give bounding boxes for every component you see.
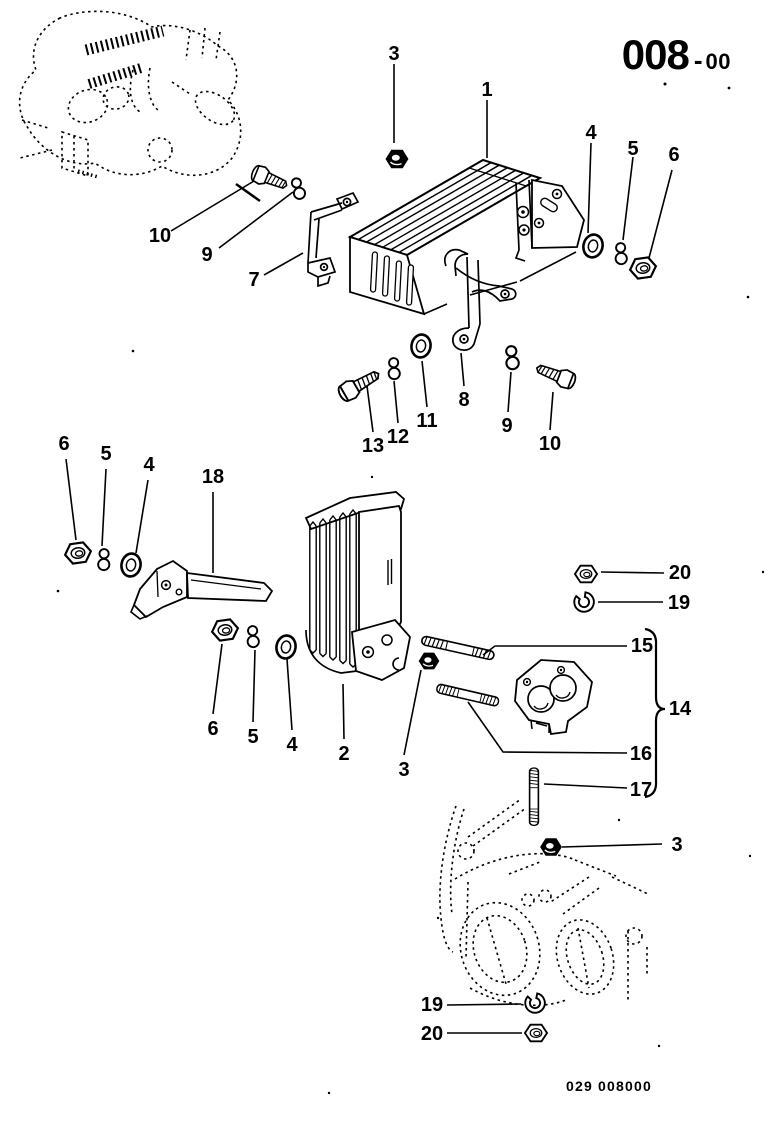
document-code: 029 008000: [566, 1078, 652, 1094]
oil-cooler-2: [304, 491, 411, 681]
part-label-3-hex-nut: 3: [388, 43, 400, 65]
part-label-4-seal-washer: 4: [286, 734, 298, 756]
part-label-13-hex-bolt: 13: [361, 435, 385, 457]
part-label-6-hex-nut: 6: [58, 433, 70, 455]
leader-lines: [65, 64, 673, 1034]
leader-line-3: [561, 843, 663, 848]
leader-line-6: [648, 169, 673, 259]
part-label-18-support-bracket: 18: [201, 466, 225, 488]
scan-artifacts: [56, 82, 765, 1095]
page-subcode: 00: [705, 49, 731, 74]
leader-line-2: [342, 683, 345, 740]
leader-line-12: [393, 380, 399, 424]
leader-line-6: [65, 458, 77, 541]
part-label-5-spring-washer: 5: [627, 138, 639, 160]
bracket-14: [514, 659, 593, 736]
part-label-5-spring-washer: 5: [247, 726, 259, 748]
leader-line-4: [587, 142, 592, 234]
part-label-6-hex-nut: 6: [668, 144, 680, 166]
bracket-7: [307, 191, 360, 288]
part-label-15-stud: 15: [630, 635, 654, 657]
leader-line-17: [543, 783, 628, 789]
engine-sketch-bottom: [439, 798, 649, 1007]
part-label-4-seal-washer: 4: [585, 122, 597, 144]
part-label-20-hex-nut: 20: [420, 1023, 444, 1045]
leader-line-3: [403, 669, 422, 756]
oil-cooler-1: [347, 158, 585, 316]
page-number-separator: -: [693, 45, 703, 75]
leader-line-5: [252, 649, 256, 723]
leader-line-5: [101, 468, 107, 547]
part-label-3-hex-nut: 3: [398, 759, 410, 781]
group-brace-14: [644, 627, 666, 799]
part-label-2-oil-cooler-vertical: 2: [338, 743, 350, 765]
leader-line-10: [170, 180, 255, 232]
leader-line-9: [507, 371, 512, 413]
part-label-10-hex-bolt: 10: [538, 433, 562, 455]
part-label-14-retainer-bracket: 14: [668, 698, 692, 720]
page-code: 008: [621, 31, 690, 78]
part-label-10-hex-bolt: 10: [148, 225, 172, 247]
leader-line-6: [212, 643, 223, 715]
part-label-3-hex-nut: 3: [671, 834, 683, 856]
part-label-9-spring-washer: 9: [201, 244, 213, 266]
bracket-8: [444, 248, 517, 351]
part-label-9-spring-washer: 9: [501, 415, 513, 437]
part-label-5-spring-washer: 5: [100, 443, 112, 465]
bracket-18: [130, 559, 274, 620]
leader-line-5: [622, 156, 634, 241]
part-label-19-lock-washer: 19: [667, 592, 691, 614]
part-label-20-hex-nut: 20: [668, 562, 692, 584]
part-label-19-lock-washer: 19: [420, 994, 444, 1016]
leader-line-4: [135, 479, 149, 554]
leader-line-11: [421, 360, 428, 408]
leader-line-10: [549, 391, 554, 431]
leader-line-9: [218, 191, 294, 249]
page-number: 008 - 00: [622, 34, 731, 76]
part-label-11-seal-washer: 11: [416, 410, 438, 432]
part-label-17-stud: 17: [629, 779, 653, 801]
part-label-8-mounting-bracket: 8: [458, 389, 470, 411]
leader-line-7: [263, 252, 304, 276]
part-label-4-seal-washer: 4: [143, 454, 155, 476]
part-label-12-spring-washer: 12: [386, 426, 410, 448]
leader-line-16: [467, 701, 628, 754]
part-label-6-hex-nut: 6: [207, 718, 219, 740]
part-label-1-oil-cooler-horizontal: 1: [481, 79, 493, 101]
part-label-7-mounting-bracket: 7: [248, 269, 260, 291]
leader-line-19: [446, 1003, 522, 1006]
leader-line-4: [286, 658, 293, 731]
part-label-16-stud: 16: [629, 743, 653, 765]
leader-line-15: [482, 645, 627, 656]
leader-line-20: [600, 571, 665, 574]
leader-line-13: [366, 385, 374, 433]
engine-sketch-top: [18, 10, 261, 203]
leader-line-8: [460, 352, 465, 387]
